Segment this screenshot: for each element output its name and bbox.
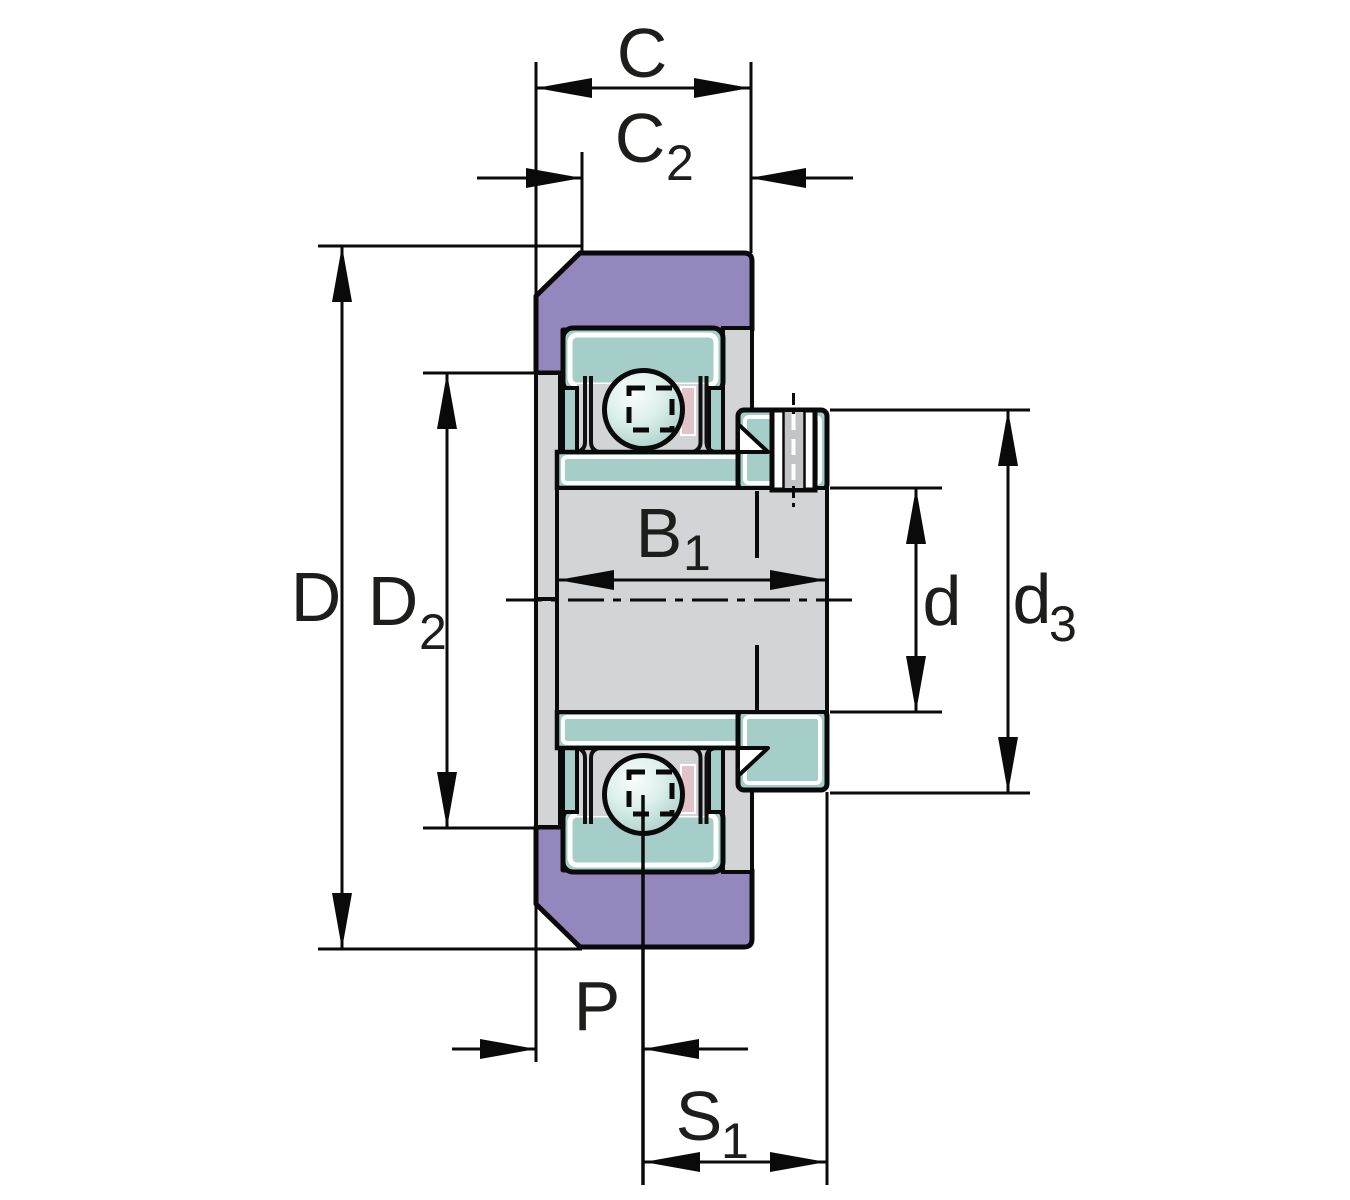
dim-label-S1-base: S (676, 1077, 723, 1155)
dim-label-C2-sub: 2 (666, 135, 694, 191)
dimension-d (906, 488, 926, 712)
dimension-C (536, 78, 750, 98)
ball-section-dashed-square-top (626, 385, 675, 433)
dim-label-B1-sub: 1 (683, 525, 711, 581)
dimension-C2 (477, 168, 853, 188)
dim-label-S1-sub: 1 (721, 1113, 749, 1169)
dimension-D (332, 246, 352, 949)
dim-label-D2-sub: 2 (419, 604, 447, 660)
dimension-B1 (558, 570, 826, 590)
set-screw (769, 393, 818, 507)
dimension-P (452, 1039, 748, 1059)
dim-label-d3-base: d (1013, 560, 1052, 638)
dim-label-d3-sub: 3 (1049, 596, 1077, 652)
dim-label-D2-base: D (368, 562, 419, 640)
dim-label-B1-base: B (636, 494, 683, 572)
dimension-d3 (998, 410, 1018, 793)
dimension-S1 (644, 1152, 826, 1172)
ball-section-dashed-square-bottom (626, 769, 675, 817)
dim-label-d: d (923, 562, 962, 640)
dimension-D2 (437, 373, 457, 828)
dim-label-C: C (617, 14, 668, 92)
dim-label-C2-base: C (615, 99, 666, 177)
dim-label-P: P (574, 967, 621, 1045)
dim-label-D: D (291, 558, 342, 636)
extension-lines (318, 62, 1030, 1185)
